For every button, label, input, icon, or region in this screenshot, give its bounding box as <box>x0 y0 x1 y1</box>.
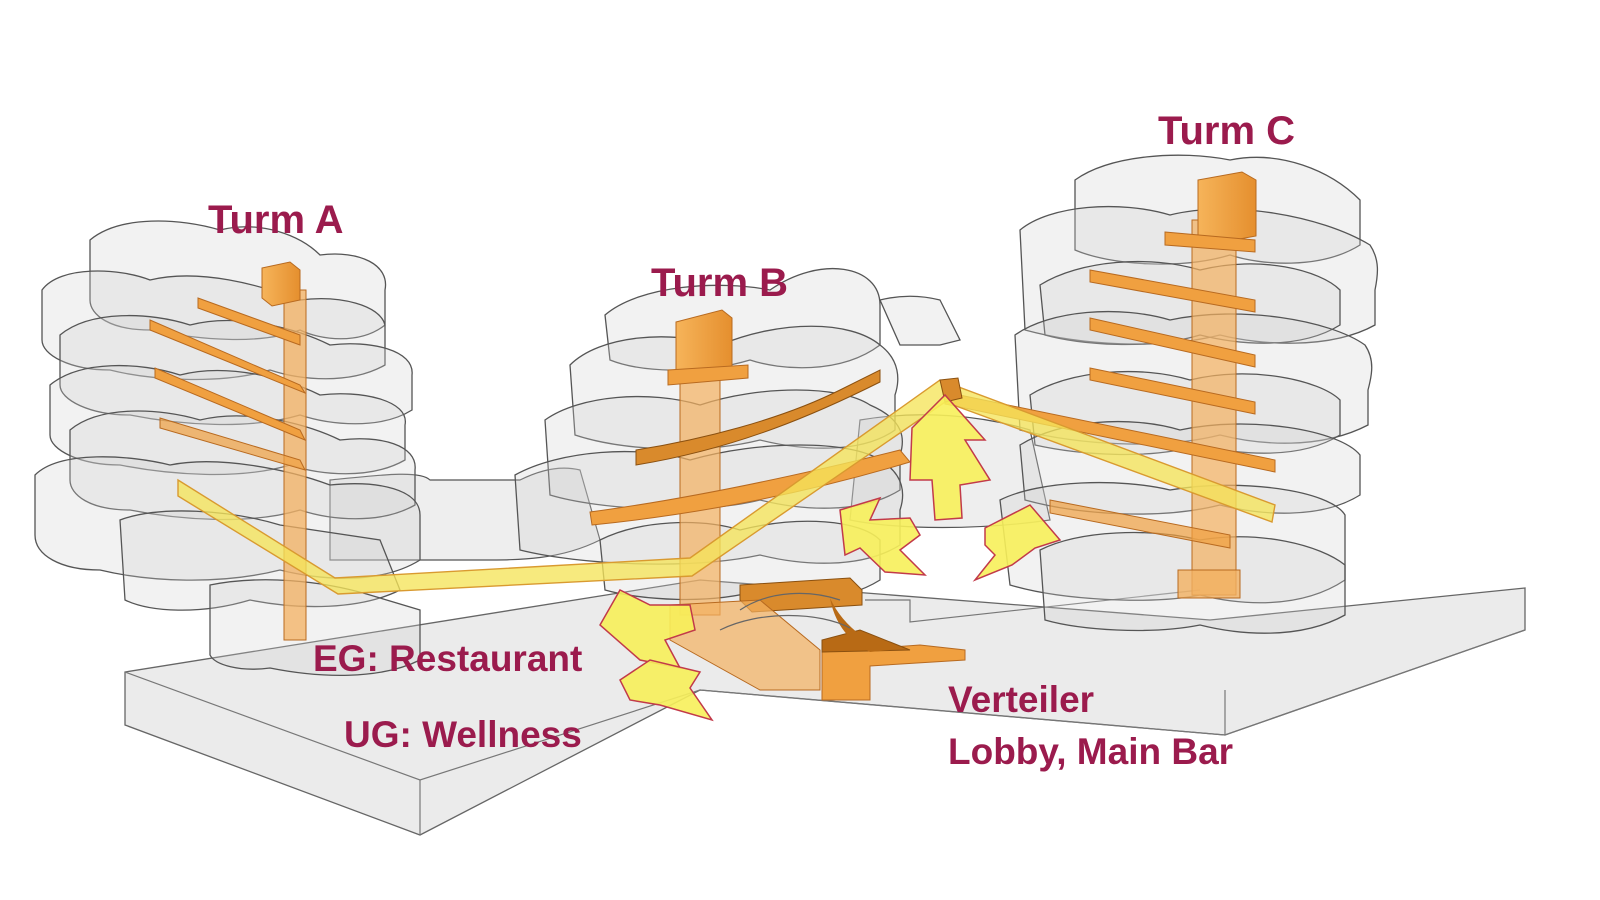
ground-floor-outline <box>719 592 851 631</box>
ug-wellness-label: UG: Wellness <box>344 714 582 755</box>
tower-b-label: Turm B <box>651 261 789 305</box>
lobby-block <box>669 577 966 701</box>
base-slab <box>124 579 1526 836</box>
verteiler-label: Verteiler <box>948 679 1095 720</box>
tower-a-core <box>149 261 307 641</box>
lobby-main-bar-label: Lobby, Main Bar <box>948 731 1234 772</box>
arrow-icon <box>599 393 1062 722</box>
tower-a-volume <box>34 220 421 677</box>
tower-a-label: Turm A <box>208 198 344 242</box>
eg-restaurant-label: EG: Restaurant <box>313 638 583 679</box>
tower-c-label: Turm C <box>1158 109 1296 153</box>
